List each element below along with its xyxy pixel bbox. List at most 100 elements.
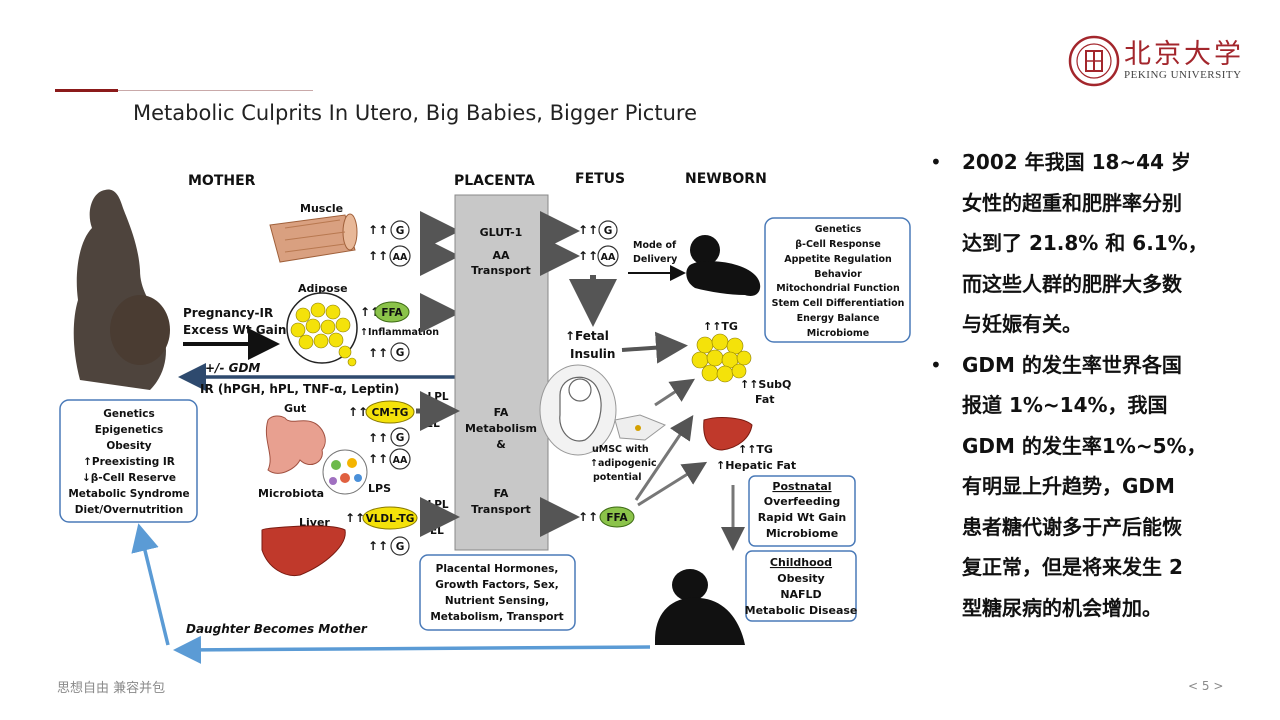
svg-text:Microbiome: Microbiome bbox=[807, 328, 869, 339]
slide-title: Metabolic Culprits In Utero, Big Babies,… bbox=[133, 101, 697, 125]
svg-text:FFA: FFA bbox=[381, 307, 403, 319]
bullet-dot-icon: • bbox=[930, 352, 942, 377]
page-number[interactable]: < 5 > bbox=[1188, 679, 1224, 693]
svg-text:Transport: Transport bbox=[471, 264, 531, 277]
peking-university-emblem-icon bbox=[1068, 35, 1120, 87]
mother-factors-box bbox=[59, 399, 198, 523]
svg-text:Microbiota: Microbiota bbox=[258, 487, 324, 500]
svg-text:G: G bbox=[396, 541, 405, 553]
svg-text:Metabolic Syndrome: Metabolic Syndrome bbox=[68, 488, 189, 500]
header-fetus: FETUS bbox=[575, 171, 625, 187]
title-accent-bar bbox=[55, 89, 118, 92]
university-name-en: PEKING UNIVERSITY bbox=[1124, 69, 1242, 81]
svg-text:Diet/Overnutrition: Diet/Overnutrition bbox=[75, 504, 183, 516]
svg-text:↑↑: ↑↑ bbox=[368, 346, 388, 360]
svg-text:↑Fetal: ↑Fetal bbox=[565, 329, 609, 343]
bullet-item-2: • GDM 的发生率世界各国 报道 1%~14%，我国 GDM 的发生率1%~5… bbox=[930, 345, 1250, 629]
svg-text:β-Cell Response: β-Cell Response bbox=[795, 239, 881, 250]
svg-text:G: G bbox=[604, 225, 613, 237]
vldl-tg-marker bbox=[362, 506, 418, 530]
ffa-marker-fetus bbox=[599, 506, 635, 528]
svg-text:Nutrient Sensing,: Nutrient Sensing, bbox=[445, 595, 549, 607]
header-newborn: NEWBORN bbox=[685, 171, 767, 187]
glucose-g-marker-4 bbox=[390, 536, 410, 556]
label-muscle: Muscle bbox=[300, 202, 343, 215]
metabolic-diagram: MOTHER PLACENTA FETUS NEWBORN Genetics E… bbox=[59, 171, 911, 664]
svg-text:Growth Factors, Sex,: Growth Factors, Sex, bbox=[435, 579, 558, 591]
fetus-in-womb-icon bbox=[539, 364, 617, 456]
university-name-cn: 北京大学 bbox=[1124, 39, 1244, 70]
svg-text:EL: EL bbox=[426, 418, 440, 430]
svg-text:Mode of: Mode of bbox=[633, 240, 677, 251]
childhood-box bbox=[745, 550, 857, 622]
svg-text:↑↑: ↑↑ bbox=[360, 305, 380, 319]
svg-text:Genetics: Genetics bbox=[815, 224, 862, 235]
svg-text:pLPL: pLPL bbox=[420, 391, 449, 403]
sitting-child-silhouette-icon bbox=[655, 569, 745, 645]
svg-text:↑↑: ↑↑ bbox=[578, 223, 598, 237]
svg-text:↑Preexisting IR: ↑Preexisting IR bbox=[83, 456, 175, 468]
aa-marker-2 bbox=[389, 448, 411, 470]
svg-text:NAFLD: NAFLD bbox=[780, 588, 821, 601]
svg-text:Mitochondrial Function: Mitochondrial Function bbox=[776, 283, 900, 294]
svg-text:GLUT-1: GLUT-1 bbox=[480, 226, 523, 239]
svg-text:Metabolic Disease: Metabolic Disease bbox=[745, 604, 858, 617]
gut-intestine-icon bbox=[265, 415, 326, 474]
pregnant-mother-silhouette-icon bbox=[73, 189, 170, 390]
svg-text:↑↑: ↑↑ bbox=[348, 405, 368, 419]
svg-text:G: G bbox=[396, 347, 405, 359]
aa-marker-fetus bbox=[597, 245, 619, 267]
svg-text:LPS: LPS bbox=[368, 482, 391, 495]
newborn-liver-icon bbox=[703, 417, 753, 451]
svg-text:Excess Wt Gain: Excess Wt Gain bbox=[183, 323, 286, 337]
svg-text:AA: AA bbox=[393, 252, 408, 263]
svg-text:↑Hepatic Fat: ↑Hepatic Fat bbox=[716, 459, 796, 472]
ffa-marker-adipose bbox=[374, 301, 410, 323]
svg-text:FFA: FFA bbox=[606, 512, 628, 524]
svg-text:Gut: Gut bbox=[284, 402, 306, 415]
svg-text:&: & bbox=[496, 438, 506, 451]
header-mother: MOTHER bbox=[188, 173, 256, 189]
svg-text:IR (hPGH, hPL, TNF-α, Leptin): IR (hPGH, hPL, TNF-α, Leptin) bbox=[200, 382, 399, 396]
svg-text:Fat: Fat bbox=[755, 393, 775, 406]
svg-text:Metabolism, Transport: Metabolism, Transport bbox=[430, 611, 563, 623]
postnatal-box bbox=[748, 475, 856, 547]
svg-text:EL: EL bbox=[430, 525, 444, 537]
svg-text:↑↑TG: ↑↑TG bbox=[738, 443, 773, 456]
svg-text:Microbiome: Microbiome bbox=[766, 527, 838, 540]
svg-text:Appetite Regulation: Appetite Regulation bbox=[784, 254, 892, 265]
svg-text:CM-TG: CM-TG bbox=[372, 407, 409, 419]
svg-text:FA: FA bbox=[494, 487, 509, 500]
svg-text:Rapid Wt Gain: Rapid Wt Gain bbox=[758, 511, 847, 524]
umsc-cell-icon bbox=[614, 414, 667, 441]
svg-text:VLDL-TG: VLDL-TG bbox=[366, 513, 415, 525]
cm-tg-marker bbox=[365, 400, 415, 424]
svg-text:Behavior: Behavior bbox=[814, 269, 862, 280]
muscle-tissue-icon bbox=[269, 213, 358, 263]
svg-text:↑↑: ↑↑ bbox=[578, 249, 598, 263]
placenta-factors-box bbox=[419, 554, 576, 631]
adipose-cells-icon bbox=[286, 292, 358, 367]
bullet-dot-icon: • bbox=[930, 150, 942, 174]
newborn-baby-silhouette-icon bbox=[686, 235, 761, 296]
svg-text:AA: AA bbox=[601, 252, 616, 263]
bullet-item-1: • 2002 年我国 18~44 岁 女性的超重和肥胖率分别 达到了 21.8%… bbox=[930, 142, 1250, 345]
svg-text:↑↑: ↑↑ bbox=[368, 249, 388, 263]
svg-text:Obesity: Obesity bbox=[106, 440, 151, 452]
glucose-g-marker-3 bbox=[390, 427, 410, 447]
svg-text:↑↑SubQ: ↑↑SubQ bbox=[740, 378, 791, 391]
svg-text:FA: FA bbox=[494, 406, 509, 419]
svg-text:↑↑: ↑↑ bbox=[368, 452, 388, 466]
svg-text:Insulin: Insulin bbox=[570, 347, 615, 361]
svg-text:↑↑: ↑↑ bbox=[368, 539, 388, 553]
footer-slogan: 思想自由 兼容并包 bbox=[57, 681, 166, 696]
svg-text:Genetics: Genetics bbox=[103, 408, 154, 420]
svg-text:↑↑TG: ↑↑TG bbox=[703, 320, 738, 333]
svg-text:↓β-Cell Reserve: ↓β-Cell Reserve bbox=[82, 472, 176, 484]
svg-text:Placental Hormones,: Placental Hormones, bbox=[436, 563, 559, 575]
svg-text:Postnatal: Postnatal bbox=[772, 480, 831, 493]
label-adipose: Adipose bbox=[298, 282, 348, 295]
mother-factors-list: Genetics Epigenetics Obesity ↑Preexistin… bbox=[68, 408, 189, 516]
bullet-list: • 2002 年我国 18~44 岁 女性的超重和肥胖率分别 达到了 21.8%… bbox=[930, 142, 1250, 628]
newborn-factors-box bbox=[764, 217, 911, 343]
